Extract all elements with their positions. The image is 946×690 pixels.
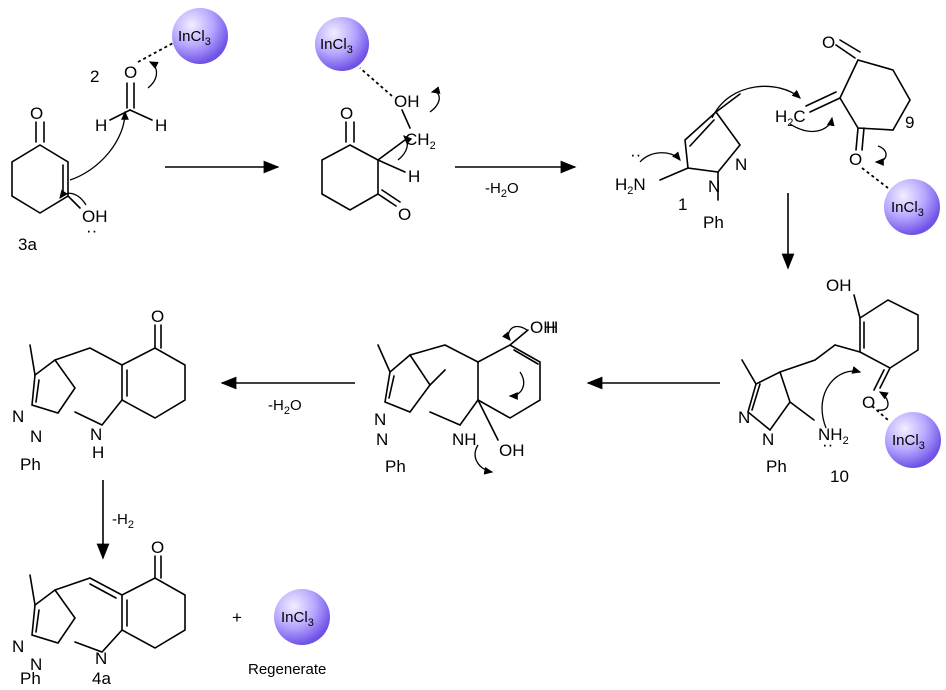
- svg-text:O: O: [124, 63, 137, 82]
- compound-4a: O N N N Ph 4a: [12, 538, 186, 688]
- svg-text:N: N: [762, 430, 774, 449]
- svg-text:H: H: [155, 116, 167, 135]
- svg-text:3a: 3a: [18, 235, 37, 254]
- svg-text:O: O: [862, 393, 875, 412]
- svg-text:N: N: [708, 177, 720, 196]
- svg-text:H: H: [546, 318, 558, 337]
- svg-text:N: N: [95, 649, 107, 668]
- svg-text:N: N: [735, 155, 747, 174]
- compound-10: OH O N N NH2 ·· Ph 10: [738, 276, 919, 486]
- compound-2: 2 O H H: [90, 41, 176, 135]
- svg-text:H2C: H2C: [775, 107, 806, 129]
- svg-text:-H2: -H2: [112, 511, 134, 531]
- svg-text:2: 2: [90, 67, 99, 86]
- product-dihydro: O N N N H Ph: [12, 307, 186, 474]
- svg-text:NH: NH: [452, 430, 477, 449]
- svg-text:OH: OH: [394, 92, 420, 111]
- svg-text:N: N: [30, 427, 42, 446]
- svg-text:Ph: Ph: [385, 457, 406, 476]
- svg-text:NH2: NH2: [818, 425, 849, 447]
- catalyst-ball-regenerated: InCl3: [274, 589, 330, 645]
- svg-text:Ph: Ph: [766, 457, 787, 476]
- svg-text:··: ··: [822, 435, 833, 454]
- compound-1: N N H2N ·· Ph 1: [615, 85, 801, 232]
- svg-text:OH: OH: [82, 207, 108, 226]
- svg-text:10: 10: [830, 467, 849, 486]
- arrow-step-2: -H2O: [455, 160, 577, 200]
- svg-text:InCl3: InCl3: [892, 432, 925, 452]
- catalyst-ball-1: InCl3: [172, 8, 228, 64]
- svg-text:Ph: Ph: [20, 455, 41, 474]
- svg-text:9: 9: [905, 113, 914, 132]
- svg-text:OH: OH: [530, 318, 556, 337]
- svg-text:N: N: [30, 655, 42, 674]
- svg-text:InCl3: InCl3: [178, 28, 211, 48]
- svg-text:H: H: [408, 167, 420, 186]
- svg-text:H: H: [92, 443, 104, 462]
- svg-text:H2N: H2N: [615, 175, 646, 197]
- svg-text:N: N: [374, 410, 386, 429]
- svg-text:O: O: [398, 205, 411, 224]
- svg-text:O: O: [340, 104, 353, 123]
- regenerate-label: Regenerate: [248, 661, 326, 678]
- arrow-step-5: -H2O: [220, 376, 355, 417]
- svg-text:O: O: [30, 104, 43, 123]
- svg-text:N: N: [90, 425, 102, 444]
- svg-text:CH2: CH2: [405, 130, 436, 152]
- svg-text:4a: 4a: [92, 669, 111, 688]
- svg-text:O: O: [151, 538, 164, 557]
- catalyst-ball-4: InCl3: [885, 412, 941, 468]
- svg-text:N: N: [12, 637, 24, 656]
- arrow-step-6: -H2: [96, 480, 134, 560]
- svg-text:Ph: Ph: [20, 669, 41, 688]
- svg-text:N: N: [376, 430, 388, 449]
- svg-text:O: O: [849, 150, 862, 169]
- svg-text:Ph: Ph: [703, 213, 724, 232]
- svg-text:1: 1: [678, 195, 687, 214]
- svg-text:N: N: [12, 407, 24, 426]
- catalyst-ball-2: InCl3: [315, 17, 369, 71]
- svg-text:H: H: [95, 116, 107, 135]
- compound-9: O H2C O 9: [775, 33, 914, 189]
- svg-text:N: N: [738, 408, 750, 427]
- svg-text:-H2O: -H2O: [268, 397, 302, 417]
- svg-text:O: O: [151, 307, 164, 326]
- intermediate-hydroxymethyl: O O H CH2 OH: [321, 67, 441, 224]
- svg-text:OH: OH: [826, 276, 852, 295]
- intermediate-cyclized: OH H OH N N NH Ph: [374, 318, 558, 476]
- svg-text:··: ··: [630, 145, 641, 164]
- svg-text:OH: OH: [499, 441, 525, 460]
- svg-text:··: ··: [86, 221, 97, 240]
- plus-sign: +: [232, 608, 242, 627]
- svg-text:InCl3: InCl3: [281, 609, 314, 629]
- svg-text:-H2O: -H2O: [485, 180, 519, 200]
- svg-text:O: O: [822, 33, 835, 52]
- compound-3a: O OH ·· 3a: [11, 104, 129, 254]
- svg-text:InCl3: InCl3: [891, 199, 924, 219]
- catalyst-ball-3: InCl3: [884, 179, 940, 235]
- svg-text:InCl3: InCl3: [320, 36, 353, 56]
